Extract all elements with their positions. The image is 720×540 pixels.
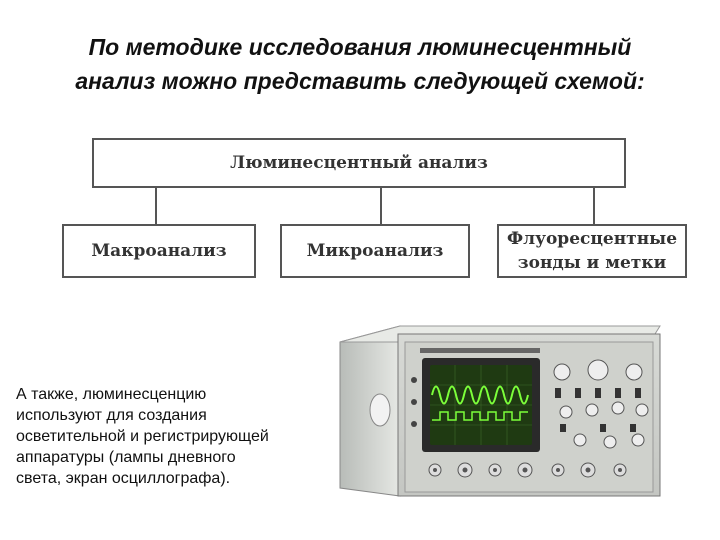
child-label: Микроанализ [306,241,444,261]
root-label: Люминесцентный анализ [230,153,488,173]
child-label-line-1: Флуоресцентные [506,229,678,249]
caption-line: А также, люминесценцию [16,386,207,403]
oscilloscope-image [339,325,661,497]
child-label-line-2: зонды и метки [517,253,667,273]
caption-line: света, экран осциллографа). [16,470,231,487]
caption-text: А также, люминесценцию используют для со… [16,384,316,489]
connector-2 [380,188,382,224]
caption-line: используют для создания [16,407,207,424]
title-line-2: анализ можно представить следующей схемо… [75,68,645,94]
slide-title: По методике исследования люминесцентный … [20,30,700,98]
connector-1 [155,188,157,224]
child-box-fluorescent-probes: Флуоресцентные зонды и метки [497,224,687,278]
title-line-1: По методике исследования люминесцентный [88,34,632,60]
child-box-microanalysis: Микроанализ [280,224,470,278]
child-label: Макроанализ [91,241,227,261]
connector-3 [593,188,595,224]
child-box-macroanalysis: Макроанализ [62,224,256,278]
caption-line: осветительной и регистрирующей [16,428,269,445]
caption-line: аппаратуры (лампы дневного [16,449,236,466]
root-box: Люминесцентный анализ [92,138,626,188]
